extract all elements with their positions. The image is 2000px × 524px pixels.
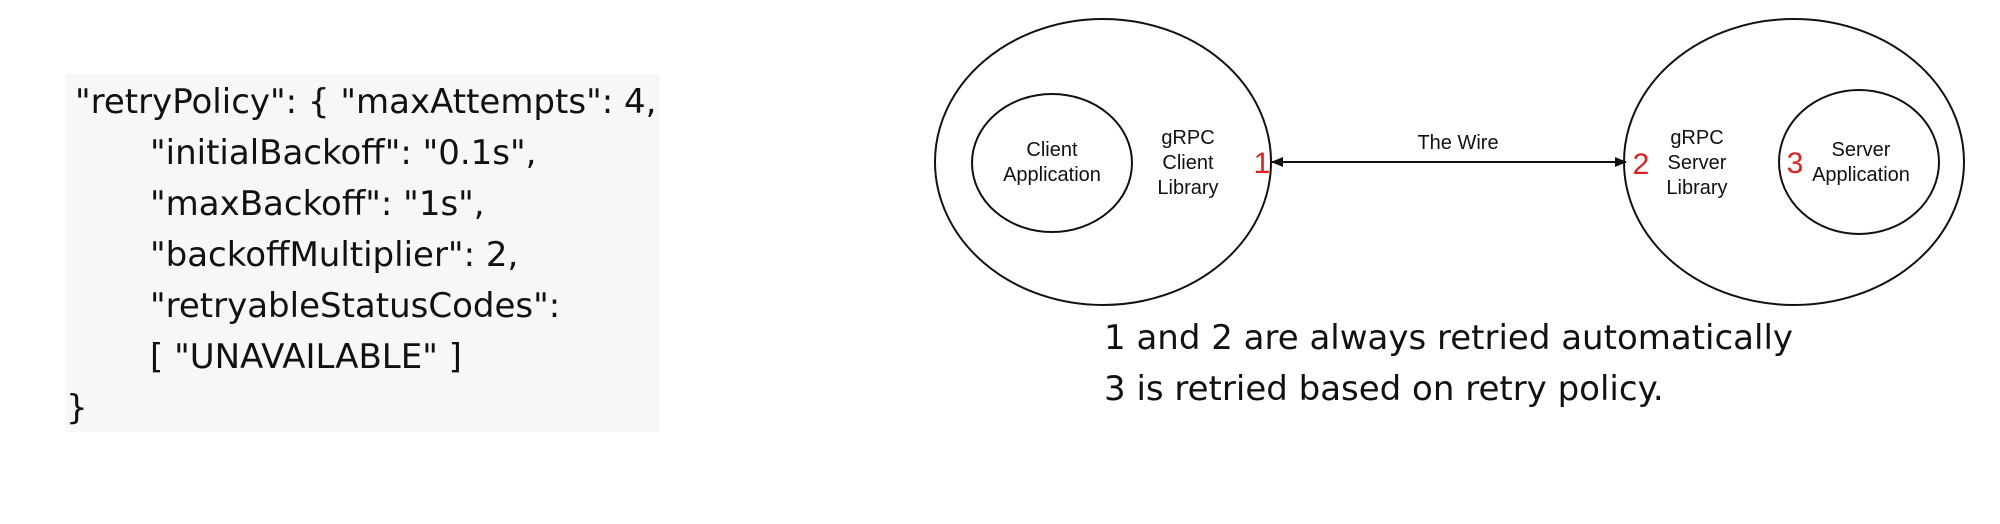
client-lib-label-1: gRPC (1161, 127, 1214, 149)
code-line-4: "backoffMultiplier": 2, (150, 235, 519, 275)
client-app-ellipse (971, 93, 1133, 233)
code-line-2: "initialBackoff": "0.1s", (150, 133, 537, 173)
caption-line-2: 3 is retried based on retry policy. (1104, 369, 1664, 409)
code-panel (66, 74, 660, 432)
client-lib-label-3: Library (1157, 177, 1218, 199)
client-app-label-1: Client (1026, 139, 1078, 161)
caption-line-1: 1 and 2 are always retried automatically (1104, 318, 1794, 358)
client-outer-ellipse (934, 18, 1272, 306)
client-lib-label-2: Client (1162, 152, 1214, 174)
retry-point-2: 2 (1633, 148, 1650, 181)
server-app-ellipse (1778, 89, 1940, 235)
code-line-1: "retryPolicy": { "maxAttempts": 4, (75, 82, 657, 122)
retry-point-1: 1 (1254, 147, 1271, 180)
code-line-3: "maxBackoff": "1s", (150, 184, 485, 224)
wire-label: The Wire (1417, 132, 1498, 154)
server-app-label-2: Application (1812, 164, 1910, 186)
retry-point-3: 3 (1787, 147, 1804, 180)
server-lib-label-3: Library (1666, 177, 1727, 199)
code-line-5: "retryableStatusCodes": (150, 286, 561, 326)
code-line-7: } (66, 388, 88, 428)
server-lib-label-2: Server (1668, 152, 1727, 174)
code-line-6: [ "UNAVAILABLE" ] (150, 337, 462, 377)
client-app-label-2: Application (1003, 164, 1101, 186)
server-lib-label-1: gRPC (1670, 127, 1723, 149)
server-app-label-1: Server (1832, 139, 1891, 161)
